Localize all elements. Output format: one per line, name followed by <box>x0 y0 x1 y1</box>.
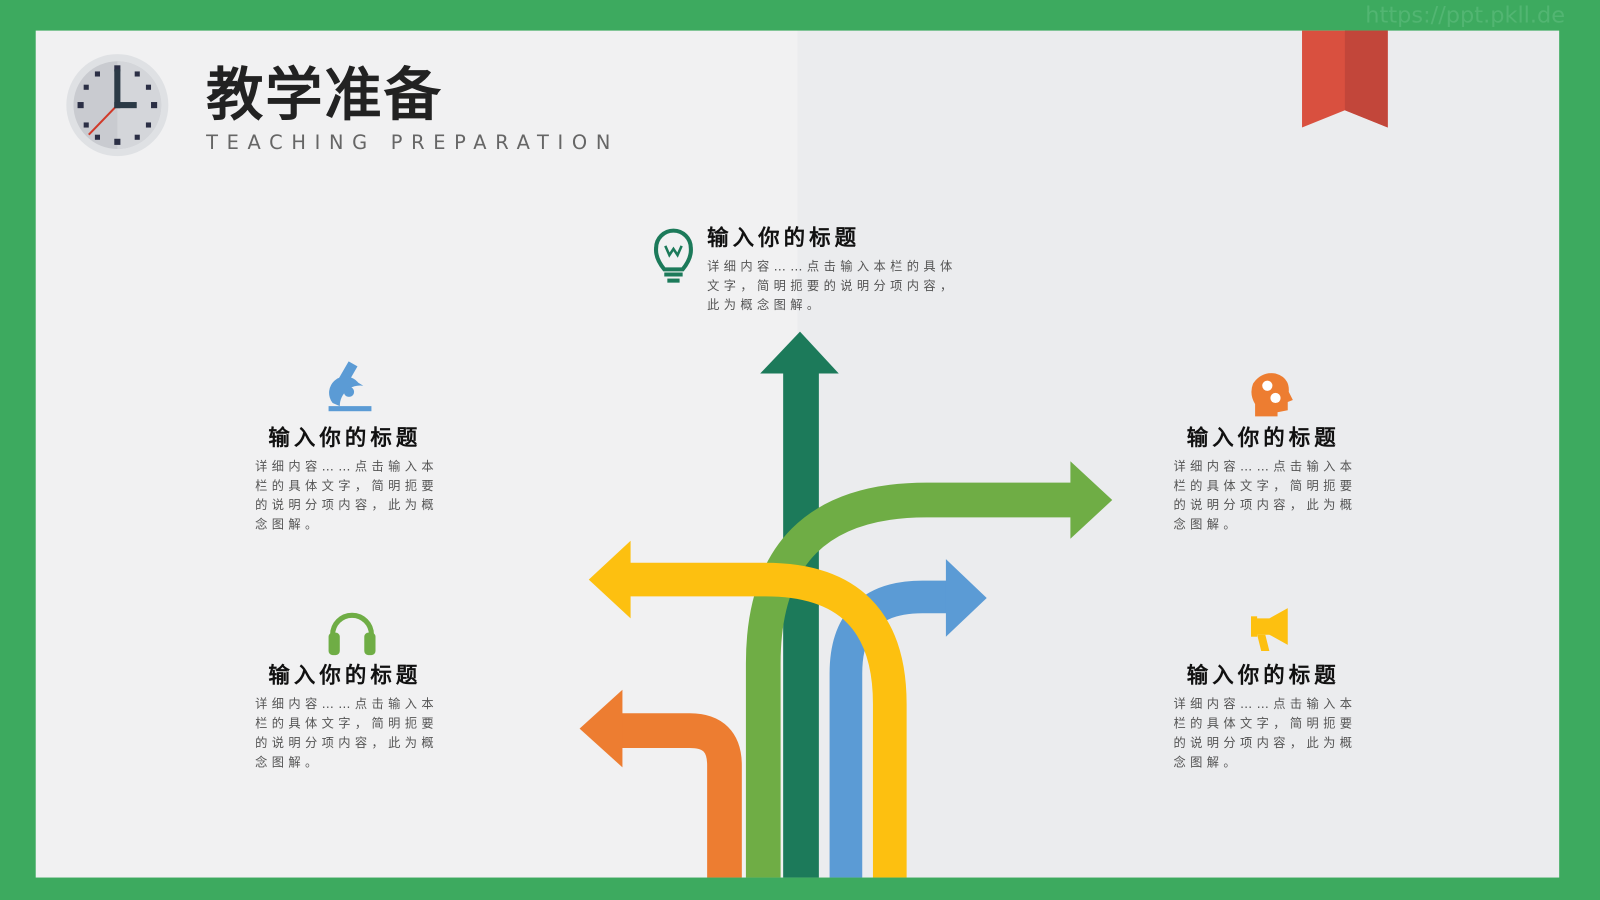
info-block-top: 输入你的标题 详细内容……点击输入本栏的具体文字，简明扼要的说明分项内容，此为概… <box>707 224 967 315</box>
lightbulb-icon <box>653 228 693 283</box>
block-title: 输入你的标题 <box>707 225 861 250</box>
clock-icon <box>66 54 169 157</box>
block-text: 详细内容……点击输入本栏的具体文字，简明扼要的说明分项内容，此为概念图解。 <box>1173 696 1357 770</box>
block-title: 输入你的标题 <box>1186 663 1340 688</box>
block-title: 输入你的标题 <box>268 425 422 450</box>
watermark: https://ppt.pkll.de <box>1365 3 1566 29</box>
info-block-upper-left: 输入你的标题 详细内容……点击输入本栏的具体文字，简明扼要的说明分项内容，此为概… <box>255 424 444 534</box>
page-subtitle: TEACHING PREPARATION <box>206 131 620 155</box>
green-arrow <box>745 482 1074 878</box>
info-block-lower-right: 输入你的标题 详细内容……点击输入本栏的具体文字，简明扼要的说明分项内容，此为概… <box>1173 662 1362 772</box>
yellow-arrow <box>627 562 907 878</box>
block-title: 输入你的标题 <box>268 663 422 688</box>
head-gears-icon <box>1251 373 1293 417</box>
page-title: 教学准备 <box>206 62 443 129</box>
block-title: 输入你的标题 <box>1186 425 1340 450</box>
info-block-upper-right: 输入你的标题 详细内容……点击输入本栏的具体文字，简明扼要的说明分项内容，此为概… <box>1173 424 1362 534</box>
microscope-icon <box>328 361 372 412</box>
block-text: 详细内容……点击输入本栏的具体文字，简明扼要的说明分项内容，此为概念图解。 <box>1173 459 1357 532</box>
block-text: 详细内容……点击输入本栏的具体文字，简明扼要的说明分项内容，此为概念图解。 <box>707 259 957 313</box>
orange-arrow <box>618 713 742 878</box>
megaphone-icon <box>1251 608 1288 652</box>
headphones-icon <box>328 612 376 656</box>
info-block-lower-left: 输入你的标题 详细内容……点击输入本栏的具体文字，简明扼要的说明分项内容，此为概… <box>255 662 444 772</box>
block-text: 详细内容……点击输入本栏的具体文字，简明扼要的说明分项内容，此为概念图解。 <box>255 696 439 770</box>
block-text: 详细内容……点击输入本栏的具体文字，简明扼要的说明分项内容，此为概念图解。 <box>255 459 439 532</box>
